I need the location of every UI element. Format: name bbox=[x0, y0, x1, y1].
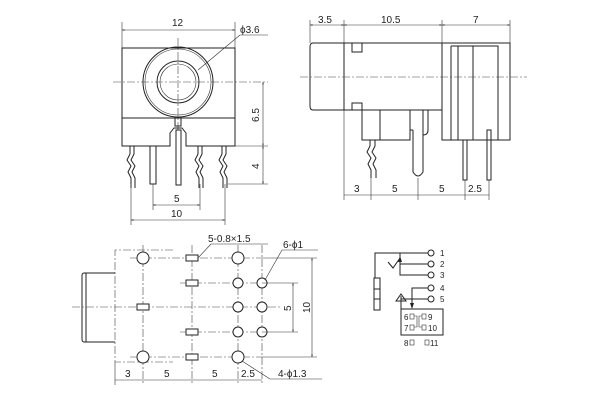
side-pin-dim-2: 5 bbox=[392, 184, 398, 195]
body-dim: 10.5 bbox=[381, 15, 401, 26]
terminal-2: 2 bbox=[440, 260, 445, 269]
front-dim: 3.5 bbox=[318, 15, 332, 26]
schematic: 1 2 3 4 5 6 7 9 10 8 11 bbox=[373, 249, 445, 348]
terminal-5: 5 bbox=[440, 295, 445, 304]
front-view: 12 ϕ3.6 6.5 4 5 10 bbox=[113, 18, 268, 225]
pin-11: 11 bbox=[430, 339, 439, 348]
terminal-3: 3 bbox=[440, 271, 445, 280]
hole-note: 6-ϕ1 bbox=[283, 240, 303, 251]
mount-note: 4-ϕ1.3 bbox=[278, 369, 307, 380]
switch-7: 7 bbox=[404, 324, 409, 333]
pin-8: 8 bbox=[404, 339, 409, 348]
side-pin-dim-3: 5 bbox=[439, 184, 445, 195]
side-pin-dim-4: 2.5 bbox=[468, 184, 482, 195]
bottom-dim-1: 3 bbox=[125, 369, 131, 380]
switch-6: 6 bbox=[404, 313, 409, 322]
height-dim: 6.5 bbox=[251, 108, 262, 122]
bottom-dim-3: 5 bbox=[212, 369, 218, 380]
slot-note: 5-0.8×1.5 bbox=[208, 234, 251, 245]
v-span-dim: 10 bbox=[302, 301, 313, 313]
span-dim: 10 bbox=[171, 209, 183, 220]
hole-dim: ϕ3.6 bbox=[240, 25, 260, 36]
pin-len-dim: 4 bbox=[251, 163, 262, 169]
v-pitch-dim: 5 bbox=[283, 305, 294, 311]
terminal-4: 4 bbox=[440, 284, 445, 293]
switch-10: 10 bbox=[428, 324, 437, 333]
rear-dim: 7 bbox=[473, 15, 479, 26]
bottom-dim-2: 5 bbox=[164, 369, 170, 380]
pitch-dim: 5 bbox=[174, 194, 180, 205]
switch-9: 9 bbox=[428, 313, 433, 322]
side-view: 3.5 10.5 7 3 5 5 2.5 bbox=[300, 15, 527, 200]
side-pin-dim-1: 3 bbox=[354, 184, 360, 195]
terminal-1: 1 bbox=[440, 249, 445, 258]
width-dim: 12 bbox=[172, 18, 184, 29]
bottom-dim-4: 2.5 bbox=[241, 369, 255, 380]
bottom-view: 5-0.8×1.5 6-ϕ1 4-ϕ1.3 5 10 3 5 5 2.5 bbox=[72, 234, 322, 385]
